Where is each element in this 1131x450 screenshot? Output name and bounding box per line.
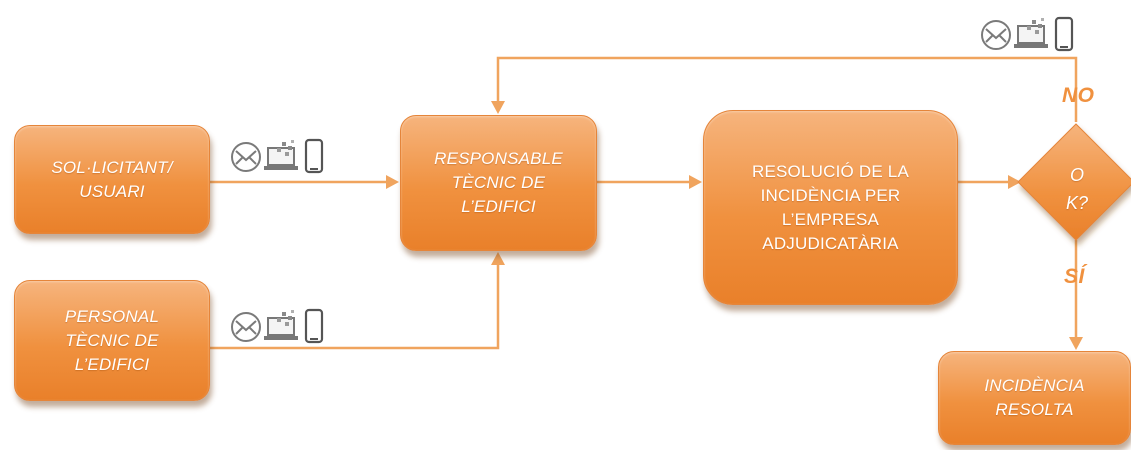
- mail-icon: [981, 20, 1011, 50]
- phone-icon: [1054, 16, 1074, 52]
- arrowhead-resolta: [1069, 337, 1083, 350]
- communication-icons-top: [981, 16, 1074, 52]
- decision-label: O K?: [1057, 161, 1097, 217]
- branch-label-no: NO: [1062, 84, 1095, 107]
- node-personal-tecnic: PERSONAL TÈCNIC DE L’EDIFICI: [14, 280, 210, 401]
- branch-label-si: SÍ: [1064, 265, 1085, 288]
- node-text-line: RESPONSABLE: [434, 149, 563, 168]
- node-solicitant-usuari: SOL·LICITANT/ USUARI: [14, 125, 210, 234]
- node-text-line: L’EMPRESA: [781, 209, 880, 229]
- node-text-line: INCIDÈNCIA PER: [760, 185, 901, 205]
- node-text-line: L’EDIFICI: [461, 197, 536, 216]
- phone-icon: [304, 138, 324, 174]
- communication-icons-solicitant: [231, 138, 324, 174]
- node-text-line: L’EDIFICI: [74, 354, 150, 374]
- laptop-icon: [264, 140, 298, 170]
- node-text-line: TÈCNIC DE: [65, 330, 159, 350]
- connector-decision-no-loop: [496, 56, 1078, 122]
- arrowhead-responsable-top: [491, 101, 505, 114]
- arrowhead-decision: [1008, 175, 1021, 189]
- laptop-icon: [264, 310, 298, 340]
- arrowhead-responsable-bottom: [491, 252, 505, 265]
- arrowhead-responsable-left: [386, 175, 399, 189]
- node-text-line: RESOLUCIÓ DE LA: [752, 161, 909, 181]
- node-text-line: RESOLTA: [995, 400, 1074, 419]
- decision-text-line: K?: [1065, 193, 1089, 213]
- communication-icons-personal: [231, 308, 324, 344]
- node-text-line: PERSONAL: [64, 306, 160, 326]
- decision-diamond: [1017, 123, 1131, 241]
- node-text-line: INCIDÈNCIA: [984, 376, 1085, 395]
- node-text-line: SOL·LICITANT/: [51, 157, 173, 177]
- decision-text-line: O: [1069, 165, 1084, 185]
- laptop-icon: [1014, 18, 1048, 48]
- arrowhead-resolucio: [689, 175, 702, 189]
- mail-icon: [231, 142, 261, 172]
- node-text-line: TÈCNIC DE: [451, 173, 546, 192]
- mail-icon: [231, 312, 261, 342]
- node-text-line: ADJUDICATÀRIA: [762, 233, 899, 253]
- phone-icon: [304, 308, 324, 344]
- connector-personal-responsable: [210, 262, 500, 350]
- node-responsable-tecnic: RESPONSABLE TÈCNIC DE L’EDIFICI: [400, 115, 597, 251]
- node-resolucio-incidencia: RESOLUCIÓ DE LA INCIDÈNCIA PER L’EMPRESA…: [703, 110, 958, 305]
- node-incidencia-resolta: INCIDÈNCIA RESOLTA: [938, 351, 1131, 445]
- node-text-line: USUARI: [79, 181, 145, 201]
